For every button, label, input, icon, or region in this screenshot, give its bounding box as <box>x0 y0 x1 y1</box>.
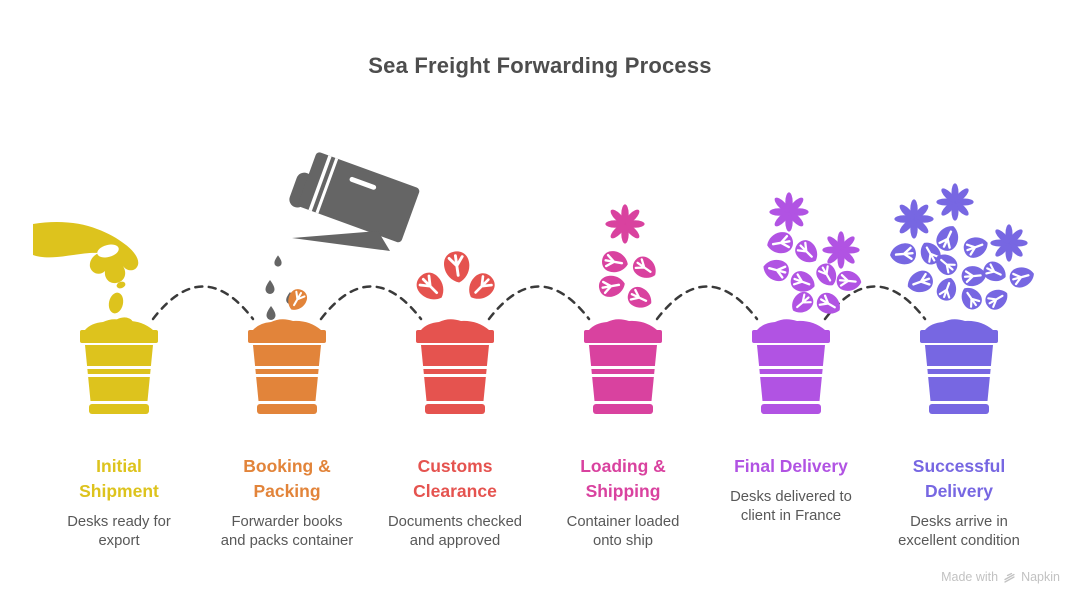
stage-successful-delivery: Successful Delivery Desks arrive in exce… <box>871 454 1047 552</box>
stage-booking-packing: Booking & Packing Forwarder books and pa… <box>199 454 375 552</box>
stage-description: Desks arrive in excellent condition <box>898 513 1020 550</box>
stage-final-delivery: Final Delivery Desks delivered to client… <box>703 454 879 527</box>
watermark-text: Made with <box>941 570 999 584</box>
stage-title: Final Delivery <box>734 456 848 476</box>
stage-art-final-delivery <box>752 192 864 414</box>
bud-icon <box>811 259 843 291</box>
leaf-icon <box>440 248 474 286</box>
water-drop-icon <box>266 306 276 320</box>
bud-icon <box>959 232 993 262</box>
leaf-icon <box>410 266 452 308</box>
flow-arc <box>151 285 255 321</box>
stage-art-successful-delivery <box>887 183 1038 414</box>
flower-icon <box>894 199 934 239</box>
bud-icon <box>981 283 1013 315</box>
flow-arc <box>487 285 591 321</box>
flower-icon <box>822 231 860 269</box>
seed-icon <box>108 292 124 314</box>
bud-icon <box>790 235 824 269</box>
bud-icon <box>979 257 1011 287</box>
stage-art-booking-packing <box>248 152 420 414</box>
bud-icon <box>623 282 657 314</box>
flower-icon <box>990 224 1028 262</box>
pot-icon <box>416 319 494 414</box>
bud-icon <box>599 248 631 276</box>
hand-planting-icon <box>33 221 139 284</box>
pot-icon <box>248 319 326 414</box>
bud-icon <box>887 241 919 267</box>
bud-icon <box>902 266 938 298</box>
seed-icon <box>116 281 126 289</box>
bud-icon <box>596 272 628 300</box>
bud-icon <box>759 255 793 285</box>
stage-description: Container loaded onto ship <box>566 513 680 550</box>
stage-description: Desks ready for export <box>67 513 171 550</box>
bud-icon <box>955 281 987 315</box>
stage-description: Desks delivered to client in France <box>730 488 852 525</box>
stage-art-customs-clearance <box>410 248 501 414</box>
pot-icon <box>584 319 662 414</box>
stage-description: Documents checked and approved <box>387 513 523 550</box>
leaf-icon <box>461 267 501 307</box>
bud-icon <box>1006 263 1038 291</box>
flow-arc <box>319 285 423 321</box>
flower-icon <box>605 204 645 244</box>
water-drop-icon <box>265 280 275 294</box>
stage-loading-shipping: Loading & Shipping Container loaded onto… <box>535 454 711 552</box>
bud-icon <box>628 251 662 285</box>
box-spout <box>292 231 390 251</box>
stage-title: Successful Delivery <box>912 456 1006 501</box>
stage-art-initial-shipment <box>33 221 158 414</box>
stage-art-loading-shipping <box>584 204 662 414</box>
bud-icon <box>933 273 961 305</box>
stage-title: Customs Clearance <box>413 456 497 501</box>
pot-icon <box>920 319 998 414</box>
bud-icon <box>834 268 864 294</box>
bud-icon <box>959 263 989 289</box>
pot-icon <box>80 319 158 414</box>
pot-icon <box>752 319 830 414</box>
watermark: Made with Napkin <box>941 570 1060 584</box>
flow-arc <box>823 285 927 321</box>
stage-customs-clearance: Customs Clearance Documents checked and … <box>367 454 543 552</box>
stage-title: Loading & Shipping <box>580 456 666 501</box>
stage-initial-shipment: Initial Shipment Desks ready for export <box>31 454 207 552</box>
flower-icon <box>769 192 809 232</box>
stage-title: Initial Shipment <box>79 456 159 501</box>
flow-arc <box>655 285 759 321</box>
watermark-brand: Napkin <box>1021 570 1060 584</box>
napkin-logo-icon <box>1004 572 1015 583</box>
packing-box-icon <box>265 152 420 320</box>
bud-icon <box>785 287 819 319</box>
flower-icon <box>936 183 974 221</box>
stage-title: Booking & Packing <box>243 456 331 501</box>
bud-icon <box>786 267 820 297</box>
stage-description: Forwarder books and packs container <box>220 513 354 550</box>
bud-icon <box>764 229 796 257</box>
page-title: Sea Freight Forwarding Process <box>368 53 712 78</box>
water-drop-icon <box>274 255 282 267</box>
